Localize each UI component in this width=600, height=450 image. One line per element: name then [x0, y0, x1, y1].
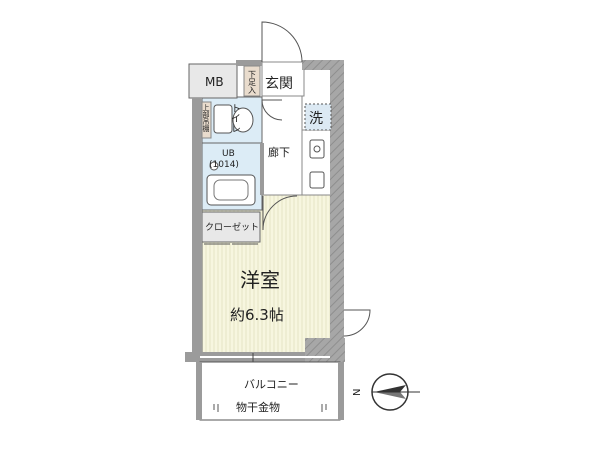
- shoe-box: [243, 65, 261, 97]
- compass-icon: [371, 373, 420, 411]
- room-door: [262, 195, 298, 231]
- wall-bottom-right-block: [305, 338, 345, 362]
- entrance-floor: [261, 61, 305, 97]
- bathtub-inner: [213, 179, 249, 201]
- room-name-label: 洋室: [240, 268, 280, 292]
- wall-right: [330, 60, 344, 360]
- sink: [309, 139, 325, 159]
- ub-label: UB: [222, 149, 235, 159]
- basin: [209, 161, 219, 171]
- corridor-label: 廊下: [268, 145, 290, 159]
- balcony-label: バルコニー: [244, 378, 299, 391]
- washer-label: 洗: [309, 111, 323, 127]
- side-window: [343, 309, 371, 337]
- laundry-hardware-left: [213, 404, 219, 412]
- north-label: N: [352, 389, 363, 396]
- laundry-hardware-label: 物干金物: [236, 400, 280, 414]
- wall-top-right: [302, 60, 344, 70]
- toilet-door: [261, 99, 283, 121]
- wall-entrance-left: [236, 60, 262, 66]
- shoe-box-label: 下足入: [248, 70, 257, 94]
- toilet-label: トイレ: [229, 103, 241, 133]
- wall-left: [192, 98, 202, 358]
- corridor-floor: [261, 94, 303, 196]
- balcony-area: [199, 361, 341, 421]
- laundry-hardware-right: [321, 404, 327, 412]
- upper-shelf-box: [201, 101, 212, 139]
- closet-label: クローゼット: [205, 221, 259, 233]
- entrance-door: [261, 21, 303, 63]
- stove: [309, 171, 325, 189]
- room-size-label: 約6.3帖: [230, 306, 284, 324]
- washer-box: [304, 103, 332, 131]
- balcony-right-wall: [338, 362, 344, 420]
- toilet-tank: [213, 104, 233, 134]
- mb-label: MB: [205, 75, 224, 89]
- ub-size-label: (1014): [209, 160, 239, 170]
- upper-shelf-label: 上部吊棚: [202, 103, 210, 133]
- wall-mid: [260, 143, 264, 195]
- toilet-bowl: [232, 107, 254, 133]
- sink-drain: [313, 145, 321, 153]
- entrance-label: 玄関: [265, 75, 293, 92]
- mb-box: [188, 63, 238, 99]
- balcony-left-wall: [196, 362, 202, 420]
